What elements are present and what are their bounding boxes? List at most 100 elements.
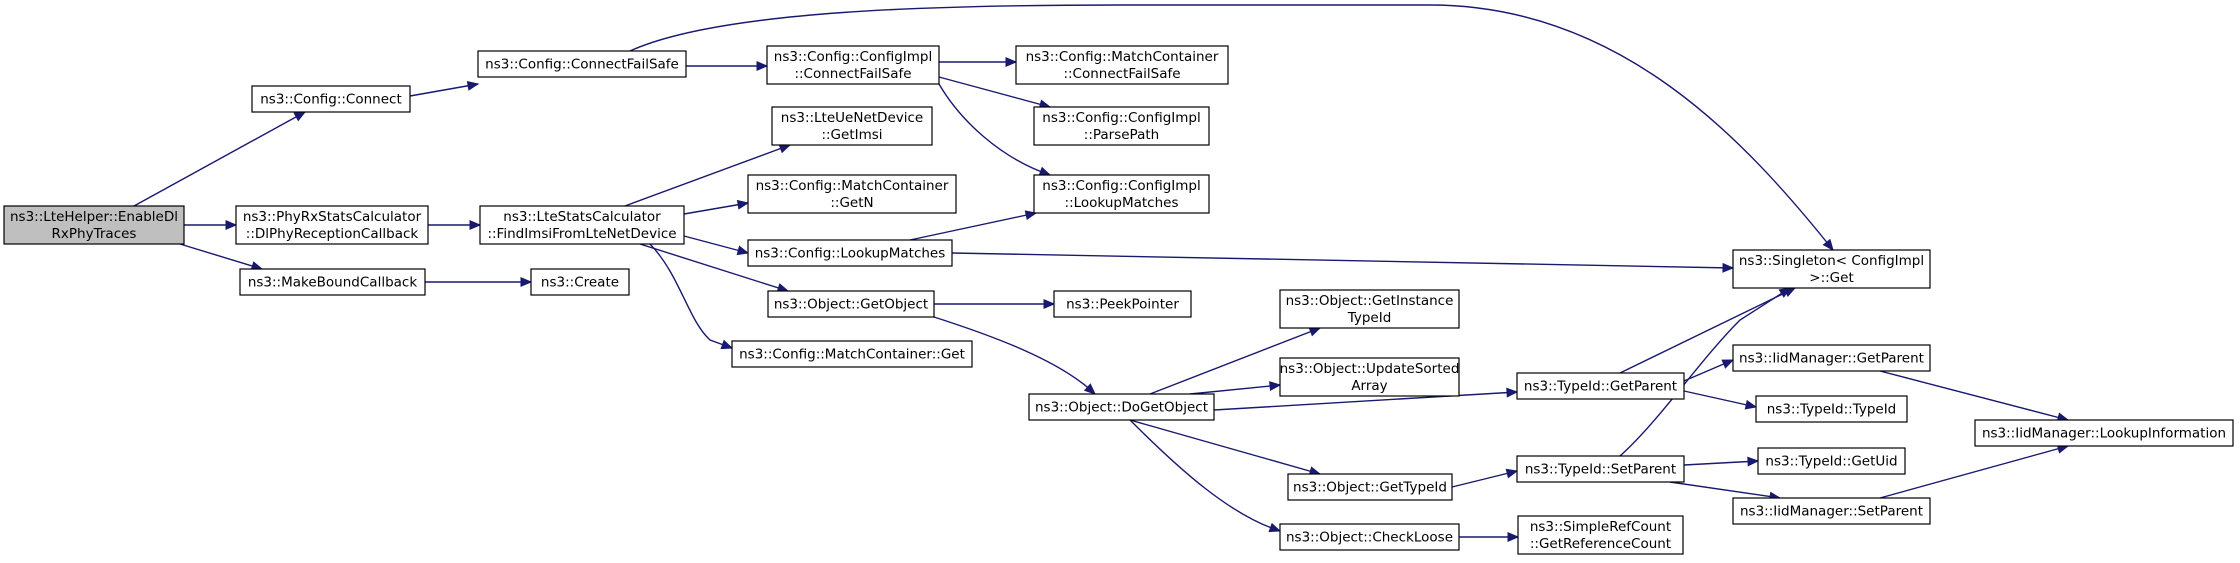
node-box: [747, 239, 953, 267]
node-label: ns3::Object::DoGetObject: [1035, 400, 1208, 416]
edge-n1-n4-arrowhead: [466, 80, 480, 91]
edge-line-n14-n18: [933, 316, 1096, 395]
node-n2[interactable]: ns3::PhyRxStatsCalculator::DlPhyReceptio…: [235, 205, 429, 245]
node-label: ns3::Object::GetTypeId: [1293, 480, 1447, 496]
edge-line-n24-n28: [1683, 460, 1759, 466]
node-label: ns3::Config::MatchContainer: [1026, 49, 1219, 65]
node-n9[interactable]: ns3::Singleton< ConfigImpl >::Get: [1732, 249, 1931, 289]
node-label: ns3::Singleton< ConfigImpl: [1739, 253, 1924, 269]
node-label: ns3::Config::ConfigImpl: [1042, 178, 1200, 194]
node-label: ns3::LteHelper::EnableDl: [10, 209, 178, 225]
node-box: [3, 205, 185, 245]
node-n11[interactable]: ns3::LteUeNetDevice::GetImsi: [771, 106, 933, 146]
edge-n14-n18-arrowhead: [1083, 383, 1096, 395]
node-label: ns3::MakeBoundCallback: [248, 275, 418, 291]
edge-line-n5-n8: [938, 83, 1051, 176]
edge-line-n5-n7: [938, 76, 1051, 108]
node-n8[interactable]: ns3::Config::ConfigImpl::LookupMatches: [1033, 174, 1210, 214]
edge-line-n0-n1: [133, 111, 306, 207]
node-box: [477, 50, 687, 78]
edge-n18-n21: [1129, 419, 1322, 476]
node-n29[interactable]: ns3::IidManager::SetParent: [1732, 497, 1931, 525]
edge-n4-n9-arrowhead: [1822, 238, 1834, 252]
edge-n13-n9-arrowhead: [1722, 262, 1735, 273]
edge-n29-n30: [1879, 444, 2070, 499]
edge-line-n26-n30: [1879, 370, 2069, 421]
node-n5[interactable]: ns3::Config::ConfigImpl::ConnectFailSafe: [766, 45, 940, 85]
node-n6[interactable]: ns3::Config::MatchContainer::ConnectFail…: [1015, 45, 1229, 85]
node-n23[interactable]: ns3::TypeId::GetParent: [1516, 372, 1685, 400]
edge-n0-n2: [184, 220, 238, 230]
edge-n18-n22: [1129, 419, 1282, 533]
node-n17[interactable]: ns3::PeekPointer: [1053, 290, 1192, 318]
node-n16[interactable]: ns3::Create: [530, 268, 630, 296]
node-n28[interactable]: ns3::TypeId::GetUid: [1757, 447, 1906, 475]
edge-n21-n24-arrowhead: [1505, 468, 1519, 479]
node-box: [1517, 515, 1684, 555]
node-label: ns3::Object::UpdateSorted: [1280, 361, 1460, 377]
edge-n2-n10-arrowhead: [469, 220, 482, 230]
node-n21[interactable]: ns3::Object::GetTypeId: [1287, 473, 1453, 501]
node-n25[interactable]: ns3::SimpleRefCount::GetReferenceCount: [1517, 515, 1684, 555]
node-label: ns3::Create: [541, 275, 619, 291]
edge-n5-n6: [939, 57, 1018, 67]
node-label: ::DlPhyReceptionCallback: [246, 226, 419, 242]
node-n26[interactable]: ns3::IidManager::GetParent: [1732, 344, 1931, 372]
edge-line-n10-n15: [649, 243, 733, 349]
node-n27[interactable]: ns3::TypeId::TypeId: [1755, 395, 1908, 423]
edge-n4-n9: [629, 4, 1834, 252]
node-label: ::ConnectFailSafe: [1063, 66, 1180, 82]
node-label: ns3::PhyRxStatsCalculator: [243, 209, 422, 225]
edge-line-n18-n19: [1149, 327, 1321, 395]
node-n3[interactable]: ns3::MakeBoundCallback: [239, 268, 426, 296]
edge-n24-n28-arrowhead: [1747, 456, 1760, 467]
node-box: [1755, 395, 1908, 423]
node-n22[interactable]: ns3::Object::CheckLoose: [1279, 523, 1460, 551]
edge-line-n10-n13: [683, 235, 749, 254]
node-n7[interactable]: ns3::Config::ConfigImpl::ParsePath: [1033, 106, 1210, 146]
node-label: Array: [1351, 378, 1387, 394]
edge-n10-n12-arrowhead: [736, 199, 750, 210]
node-box: [1757, 447, 1906, 475]
node-box: [239, 268, 426, 296]
node-n24[interactable]: ns3::TypeId::SetParent: [1516, 455, 1685, 483]
edge-line-n21-n24: [1451, 470, 1518, 488]
node-n1[interactable]: ns3::Config::Connect: [251, 85, 411, 113]
node-label: ns3::IidManager::SetParent: [1740, 504, 1923, 520]
edge-n1-n4: [409, 80, 480, 97]
edge-n10-n11-arrowhead: [778, 143, 792, 154]
node-label: ::LookupMatches: [1065, 195, 1179, 211]
node-n4[interactable]: ns3::Config::ConnectFailSafe: [477, 50, 687, 78]
edge-n14-n17-arrowhead: [1043, 299, 1056, 309]
node-label: ns3::SimpleRefCount: [1530, 519, 1671, 535]
edge-n2-n10: [428, 220, 482, 230]
edge-n3-n16: [425, 277, 533, 287]
node-box: [1053, 290, 1192, 318]
node-label: ns3::TypeId::GetParent: [1524, 379, 1677, 395]
node-n14[interactable]: ns3::Object::GetObject: [767, 290, 935, 318]
edge-n10-n13-arrowhead: [736, 245, 750, 256]
edge-line-n23-n27: [1683, 390, 1757, 408]
node-n18[interactable]: ns3::Object::DoGetObject: [1028, 393, 1215, 421]
edge-n23-n26: [1683, 359, 1735, 382]
node-label: ::FindImsiFromLteNetDevice: [487, 226, 676, 242]
node-label: ns3::TypeId::TypeId: [1767, 402, 1897, 418]
node-n13[interactable]: ns3::Config::LookupMatches: [747, 239, 953, 267]
node-n15[interactable]: ns3::Config::MatchContainer::Get: [731, 340, 973, 368]
node-box: [251, 85, 411, 113]
node-n30[interactable]: ns3::IidManager::LookupInformation: [1974, 419, 2234, 447]
edge-line-n10-n12: [683, 202, 749, 215]
edge-n21-n24: [1451, 468, 1519, 488]
node-n10[interactable]: ns3::LteStatsCalculator::FindImsiFromLte…: [479, 205, 685, 245]
node-label: ns3::Object::GetObject: [774, 297, 928, 313]
node-box: [1974, 419, 2234, 447]
edge-n23-n27-arrowhead: [1744, 399, 1758, 410]
node-n12[interactable]: ns3::Config::MatchContainer::GetN: [747, 174, 957, 214]
edge-line-n29-n30: [1879, 445, 2069, 499]
node-label: ns3::TypeId::GetUid: [1765, 454, 1897, 470]
node-box: [1732, 344, 1931, 372]
node-label: RxPhyTraces: [52, 226, 137, 242]
